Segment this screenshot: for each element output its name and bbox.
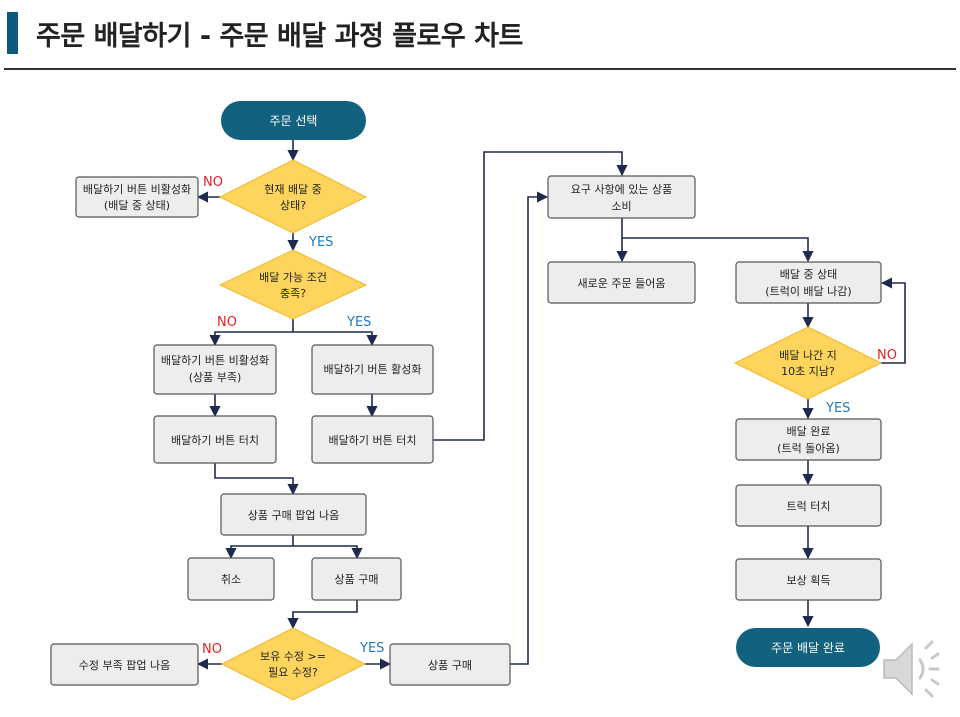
edge-label-no: NO — [202, 642, 222, 657]
process-new-order: 새로운 주문 들어옴 — [547, 261, 696, 304]
process-line: 수정 부족 팝업 나옴 — [79, 659, 170, 672]
process-disable-shortage: 배달하기 버튼 비활성화 (상품 부족) — [153, 344, 277, 395]
process-line: 트럭 터치 — [787, 500, 831, 513]
process-line: (트럭이 배달 나감) — [765, 285, 851, 298]
process-line: 소비 — [611, 200, 631, 213]
process-line: 배달하기 버튼 활성화 — [323, 362, 421, 376]
process-truck-touch: 트럭 터치 — [735, 484, 882, 527]
decision-line: 배달 가능 조건 — [259, 271, 327, 284]
decision-line: 필요 수정? — [268, 666, 318, 679]
process-line: 배달하기 버튼 터치 — [171, 433, 259, 447]
process-shortage-popup: 수정 부족 팝업 나옴 — [50, 643, 199, 686]
title-accent-bar — [7, 12, 18, 54]
process-line: 상품 구매 — [335, 573, 379, 586]
edge-label-yes: YES — [825, 401, 850, 416]
decision-line: 상태? — [280, 199, 306, 212]
process-touch-disabled: 배달하기 버튼 터치 — [153, 415, 277, 464]
process-disable-delivering: 배달하기 버튼 비활성화 (배달 중 상태) — [75, 176, 199, 218]
edge-label-yes: YES — [346, 315, 371, 330]
decision-enough-qty: 보유 수정 >= 필요 수정? — [220, 627, 367, 701]
start-label: 주문 선택 — [270, 114, 318, 128]
process-line: 배달하기 버튼 비활성화 — [83, 182, 191, 196]
process-line: (상품 부족) — [189, 371, 242, 384]
process-reward: 보상 획득 — [735, 558, 882, 601]
edges — [196, 140, 906, 670]
title-divider — [4, 68, 956, 70]
process-consume: 요구 사항에 있는 상품 소비 — [547, 175, 696, 219]
process-delivering-state: 배달 중 상태 (트럭이 배달 나감) — [735, 261, 882, 304]
decision-condition-met: 배달 가능 조건 충족? — [218, 249, 368, 320]
process-line: 새로운 주문 들어옴 — [578, 277, 666, 290]
decision-is-delivering: 현재 배달 중 상태? — [218, 159, 368, 234]
process-line: 배달하기 버튼 터치 — [329, 433, 417, 447]
process-line: 상품 구매 팝업 나옴 — [248, 509, 339, 522]
process-line: 취소 — [221, 573, 241, 586]
process-line: 상품 구매 — [428, 659, 472, 672]
decision-line: 현재 배달 중 — [264, 183, 322, 196]
edge-label-no: NO — [877, 348, 897, 363]
process-cancel: 취소 — [187, 557, 275, 601]
process-delivery-done: 배달 완료 (트럭 돌아옴) — [735, 418, 882, 461]
edge-label-yes: YES — [308, 235, 333, 250]
process-line: 요구 사항에 있는 상품 — [571, 183, 673, 196]
end-label: 주문 배달 완료 — [771, 641, 845, 655]
edge-label-no: NO — [203, 175, 223, 190]
process-line: 배달하기 버튼 비활성화 — [161, 353, 269, 367]
page-title: 주문 배달하기 - 주문 배달 과정 플로우 차트 — [36, 21, 523, 52]
process-enable-button: 배달하기 버튼 활성화 — [311, 344, 434, 395]
decision-line: 보유 수정 >= — [260, 650, 326, 663]
process-line: 보상 획득 — [787, 574, 831, 587]
edge-label-yes: YES — [359, 641, 384, 656]
process-buy-product: 상품 구매 — [311, 557, 402, 601]
edge-label-no: NO — [217, 315, 237, 330]
process-touch-enabled: 배달하기 버튼 터치 — [311, 415, 434, 464]
process-line: (트럭 돌아옴) — [777, 442, 840, 455]
process-line: (배달 중 상태) — [104, 199, 170, 212]
start-terminal: 주문 선택 — [221, 101, 366, 140]
decision-line: 충족? — [280, 287, 306, 300]
process-line: 배달 중 상태 — [780, 268, 838, 281]
decision-line: 10초 지남? — [781, 365, 835, 378]
end-terminal: 주문 배달 완료 — [736, 628, 880, 667]
process-purchase-popup: 상품 구매 팝업 나옴 — [220, 493, 367, 536]
speaker-icon[interactable] — [876, 634, 946, 704]
decision-ten-seconds: 배달 나간 지 10초 지남? — [733, 326, 883, 400]
decision-line: 배달 나간 지 — [779, 349, 837, 362]
process-line: 배달 완료 — [787, 425, 831, 438]
process-buy-product-2: 상품 구매 — [389, 643, 511, 686]
